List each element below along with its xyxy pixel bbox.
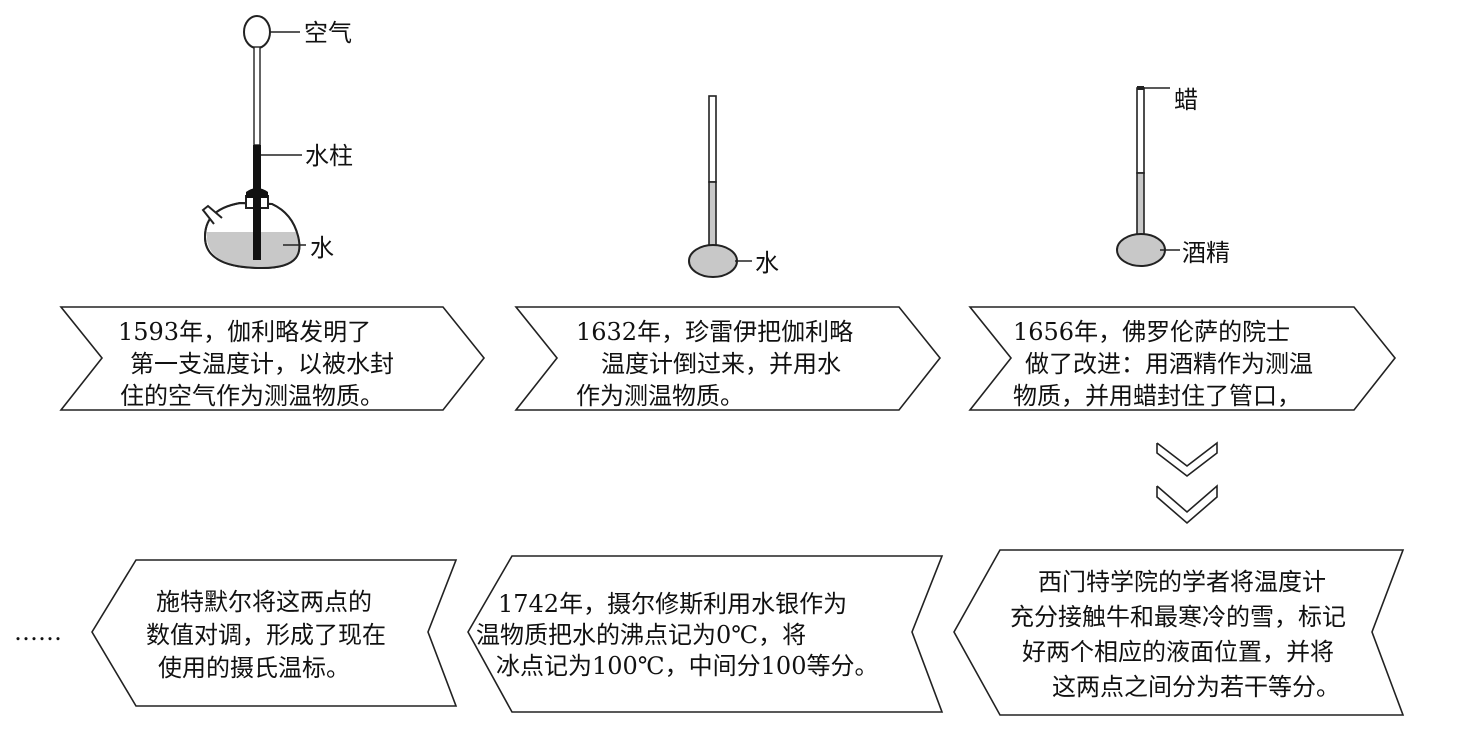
air-bulb [243,15,271,49]
step-1592: 1593年，伽利略发明了 第一支温度计，以被水封 住的空气作为测温物质。 [59,306,486,411]
wax-label: 蜡 [1174,86,1198,114]
galileo-thermometer: 空气 水柱 水 [201,15,353,270]
academy-bulb [1116,233,1166,267]
chevron-right-shape [514,306,942,411]
step-text: 温度计倒过来，并用水 [601,350,841,378]
rey-tube-empty [708,95,717,183]
water-column-label: 水柱 [305,142,353,170]
step-1632: 1632年，珍雷伊把伽利略 温度计倒过来，并用水 作为测温物质。 [514,306,942,411]
step-text: 冰点记为100℃，中间分100等分。 [496,652,878,680]
galileo-spout [201,204,223,225]
galileo-tube [253,46,261,146]
air-label: 空气 [304,19,352,47]
chevron-down-icon [1156,484,1218,525]
step-stroemer: 施特默尔将这两点的 数值对调，形成了现在 使用的摄氏温标。 [91,559,458,707]
step-text: 做了改进：用酒精作为测温 [1025,350,1313,378]
academy-tube-alcohol [1136,172,1145,239]
step-text: 1656年，佛罗伦萨的院士 [1013,318,1290,346]
rey-tube-water [708,181,717,251]
chevron-down-icon [1156,441,1218,478]
water-column [253,145,261,260]
chevron-right-shape [59,306,486,411]
wax-seal [1137,86,1144,90]
step-text: 这两点之间分为若干等分。 [1052,673,1340,701]
chevron-left-shape [467,555,944,713]
step-text: 物质，并用蜡封住了管口， [1013,382,1301,410]
step-text: 1593年，伽利略发明了 [118,318,371,346]
step-text: 1742年，摄尔修斯利用水银作为 [498,590,847,618]
step-text: 第一支温度计，以被水封 [130,350,394,378]
step-text: 温物质把水的沸点记为0℃，将 [476,621,806,649]
step-text: 好两个相应的液面位置，并将 [1022,638,1334,666]
rey-thermometer: 水 [688,95,779,278]
step-text: 作为测温物质。 [576,382,744,410]
alcohol-label: 酒精 [1182,239,1230,267]
chevron-right-shape [968,306,1397,411]
step-1742: 1742年，摄尔修斯利用水银作为 温物质把水的沸点记为0℃，将 冰点记为100℃… [467,555,944,713]
step-text: 数值对调，形成了现在 [146,621,386,649]
academy-thermometer: 蜡 酒精 [1116,86,1230,267]
academy-tube-empty [1136,87,1145,174]
step-1656: 1656年，佛罗伦萨的院士 做了改进：用酒精作为测温 物质，并用蜡封住了管口， [968,306,1397,411]
step-academy: 西门特学院的学者将温度计 充分接触牛和最寒冷的雪，标记 好两个相应的液面位置，并… [953,549,1405,716]
step-text: 住的空气作为测温物质。 [120,382,384,410]
step-text: 1632年，珍雷伊把伽利略 [576,318,853,346]
step-text: 施特默尔将这两点的 [156,588,372,616]
down-arrows [1156,441,1218,525]
chevron-left-shape [91,559,458,707]
rey-water-label: 水 [755,249,779,277]
continuation-ellipsis: …… [14,618,62,646]
step-text: 使用的摄氏温标。 [158,654,350,682]
step-text: 西门特学院的学者将温度计 [1038,568,1326,596]
galileo-water-label: 水 [310,234,334,262]
step-text: 充分接触牛和最寒冷的雪，标记 [1010,603,1346,631]
chevron-left-shape [953,549,1405,716]
rey-bulb [688,244,738,278]
